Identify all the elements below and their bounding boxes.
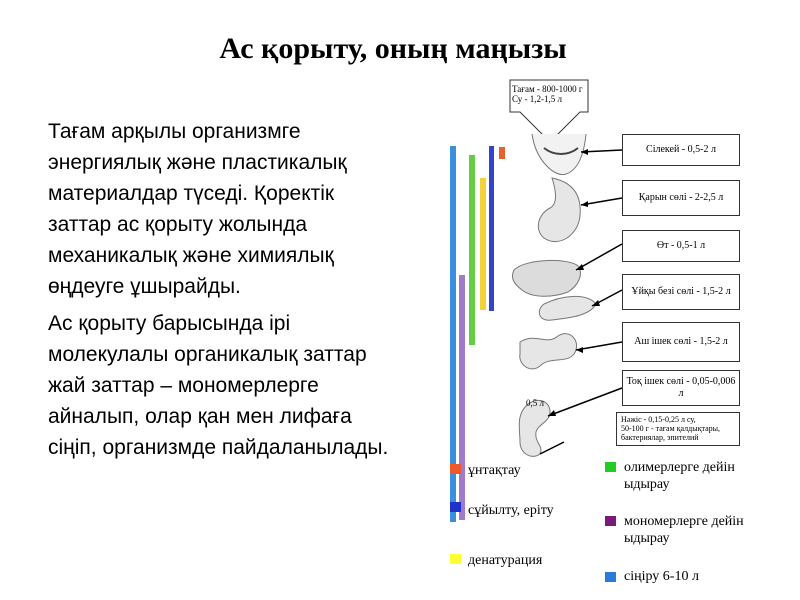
label-saliva: Сілекей - 0,5-2 л [622,134,740,166]
legend-label-grinding: ұнтақтау [468,463,521,478]
legend-label-dissolve: сұйылту, еріту [468,503,554,518]
page-title: Ас қорыту, оның маңызы [219,32,567,65]
legend-label-polymer: олимерлерге дейін ыдырау [624,460,735,492]
bar-polymer [469,155,475,345]
digestion-diagram: Тағам - 800-1000 г Су - 1,2-1,5 л Сілеке… [440,70,780,600]
liver-icon [511,259,581,297]
diagram-drawing [450,79,623,522]
bar-dissolve [489,146,494,311]
label-bile: Өт - 0,5-1 л [622,230,740,262]
feces-line-2: 50-100 г - тағам қалдықтары, [621,424,720,433]
small-intestine-icon [519,333,578,370]
legend-label-monomer: мономерлерге дейін ыдырау [624,514,744,546]
label-small-intestine-juice: Аш ішек сөлі - 1,5-2 л [622,322,740,362]
legend-swatch-polymer [605,462,616,472]
feces-line-3: бактериялар, эпителий [621,433,699,442]
legend-label-absorption: сіңіру 6-10 л [624,569,699,584]
intake-text: Тағам - 800-1000 г Су - 1,2-1,5 л [512,84,583,104]
bar-monomer [459,275,465,520]
paragraph-2: Ас қорыту барысында ірі молекулалы орган… [48,312,389,459]
bar-denaturation [480,178,486,310]
legend-swatch-absorption [605,572,616,582]
intake-bubble [509,79,589,143]
large-intestine-icon [518,399,551,457]
bar-grind [499,147,505,159]
intake-food: Тағам - 800-1000 г [512,84,583,94]
pancreas-icon [538,296,597,321]
label-pancreatic-juice: Ұйқы безі сөлі - 1,5-2 л [622,274,740,310]
stomach-icon [537,177,581,243]
legend-swatch-grinding [450,464,461,474]
feces-line-1: Нәжіс - 0,15-0,25 л су, [621,415,696,424]
legend-label-denaturation: денатурация [468,553,543,568]
paragraph-1: Тағам арқылы организмге энергиялық және … [48,120,347,298]
label-large-intestine-juice: Тоқ ішек сөлі - 0,05-0,006 л [622,370,740,406]
volume-mark: 0,5 л [526,398,544,408]
label-feces: Нәжіс - 0,15-0,25 л су, 50-100 г - тағам… [616,412,740,446]
intake-water: Су - 1,2-1,5 л [512,94,563,104]
body-text: Тағам арқылы организмге энергиялық және … [48,116,398,469]
legend-swatch-denaturation [450,554,461,564]
legend-swatch-dissolve [450,502,461,512]
label-gastric-juice: Қарын сөлі - 2-2,5 л [622,180,740,216]
legend-swatch-monomer [605,516,616,526]
bar-absorption [450,146,456,522]
